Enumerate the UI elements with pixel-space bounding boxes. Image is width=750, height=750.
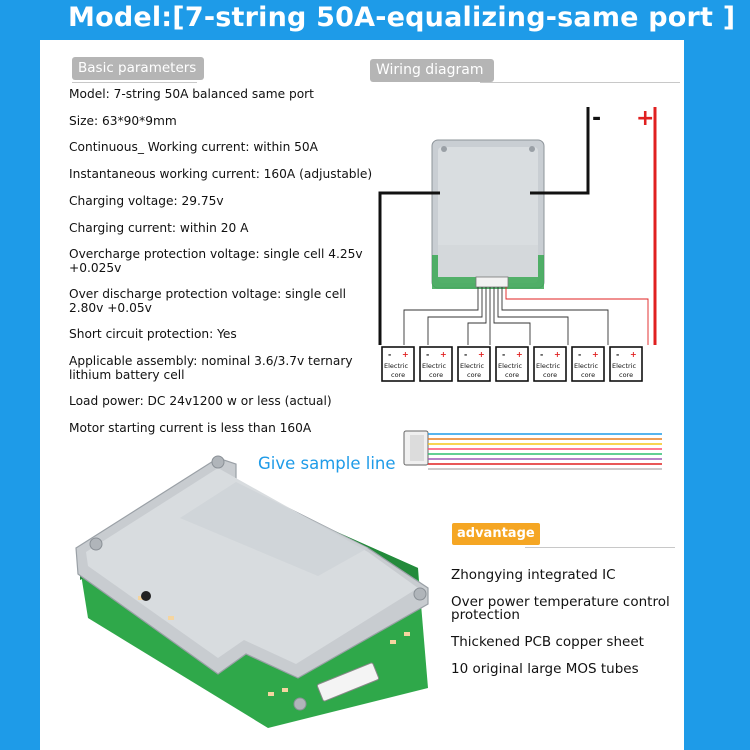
- balance-wires: [403, 287, 609, 345]
- param-model: Model: 7-string 50A balanced same port: [69, 87, 314, 101]
- param-overdischarge: Over discharge protection voltage: singl…: [69, 287, 347, 315]
- svg-text:-: -: [502, 350, 505, 359]
- left-border: [0, 0, 40, 750]
- page-title: Model:[7-string 50A-equalizing-same port…: [68, 2, 736, 33]
- battery-cell: - + Electric core: [571, 346, 605, 382]
- param-motor-current: Motor starting current is less than 160A: [69, 421, 312, 435]
- svg-text:Electric: Electric: [498, 362, 523, 370]
- svg-text:core: core: [581, 371, 595, 379]
- svg-text:-: -: [388, 350, 391, 359]
- wiring-diagram-tag: Wiring diagram: [370, 59, 494, 82]
- basic-divider: [72, 82, 197, 83]
- battery-cells: - + Electric core - + Electric core - + …: [381, 346, 643, 382]
- svg-text:core: core: [391, 371, 405, 379]
- svg-text:+: +: [440, 350, 447, 359]
- negative-wire: [530, 107, 590, 195]
- battery-cell: - + Electric core: [609, 346, 643, 382]
- svg-text:core: core: [619, 371, 633, 379]
- param-charging-current: Charging current: within 20 A: [69, 221, 249, 235]
- sample-line-cable: [403, 430, 662, 470]
- param-instantaneous-current: Instantaneous working current: 160A (adj…: [69, 167, 373, 181]
- advantage-divider: [525, 547, 675, 548]
- param-applicable-assembly: Applicable assembly: nominal 3.6/3.7v te…: [69, 354, 353, 382]
- battery-cell: - + Electric core: [457, 346, 491, 382]
- plus-terminal-label: +: [636, 106, 654, 131]
- svg-text:Electric: Electric: [536, 362, 561, 370]
- board-connector: [316, 662, 380, 702]
- param-charging-voltage: Charging voltage: 29.75v: [69, 194, 224, 208]
- battery-negative-wire: [378, 191, 440, 345]
- wiring-divider: [480, 82, 680, 83]
- advantage-item: Over power temperature control protectio…: [451, 594, 670, 623]
- svg-text:Electric: Electric: [612, 362, 637, 370]
- param-load-power: Load power: DC 24v1200 w or less (actual…: [69, 394, 332, 408]
- advantage-item: 10 original large MOS tubes: [451, 661, 639, 677]
- advantage-item: Thickened PCB copper sheet: [451, 634, 644, 650]
- svg-text:+: +: [478, 350, 485, 359]
- svg-text:core: core: [543, 371, 557, 379]
- param-continuous-current: Continuous_ Working current: within 50A: [69, 140, 319, 154]
- advantage-item: Zhongying integrated IC: [451, 567, 616, 583]
- svg-text:+: +: [516, 350, 523, 359]
- minus-terminal-label: -: [592, 106, 601, 131]
- bms-board-photo: [75, 455, 429, 728]
- svg-text:-: -: [426, 350, 429, 359]
- svg-text:core: core: [467, 371, 481, 379]
- svg-text:Electric: Electric: [460, 362, 485, 370]
- svg-text:-: -: [616, 350, 619, 359]
- svg-text:-: -: [578, 350, 581, 359]
- battery-cell: - + Electric core: [533, 346, 567, 382]
- svg-text:core: core: [429, 371, 443, 379]
- svg-text:Electric: Electric: [574, 362, 599, 370]
- battery-cell: - + Electric core: [419, 346, 453, 382]
- svg-text:+: +: [554, 350, 561, 359]
- right-border: [684, 0, 750, 750]
- wiring-diagram: - + - + Electric core - + Electric core …: [378, 106, 657, 382]
- battery-cell: - + Electric core: [495, 346, 529, 382]
- svg-text:Electric: Electric: [384, 362, 409, 370]
- svg-text:+: +: [592, 350, 599, 359]
- svg-text:core: core: [505, 371, 519, 379]
- title-bar: [0, 0, 750, 40]
- advantage-tag: advantage: [452, 523, 540, 545]
- param-short-circuit: Short circuit protection: Yes: [69, 327, 237, 341]
- basic-parameters-tag: Basic parameters: [72, 57, 205, 80]
- svg-text:Electric: Electric: [422, 362, 447, 370]
- svg-text:+: +: [402, 350, 409, 359]
- svg-text:-: -: [464, 350, 467, 359]
- balance-connector: [475, 276, 509, 288]
- battery-cell: - + Electric core: [381, 346, 415, 382]
- svg-text:+: +: [630, 350, 637, 359]
- svg-text:-: -: [540, 350, 543, 359]
- param-overcharge: Overcharge protection voltage: single ce…: [69, 247, 363, 275]
- sample-line-label: Give sample line: [258, 454, 396, 473]
- param-size: Size: 63*90*9mm: [69, 114, 177, 128]
